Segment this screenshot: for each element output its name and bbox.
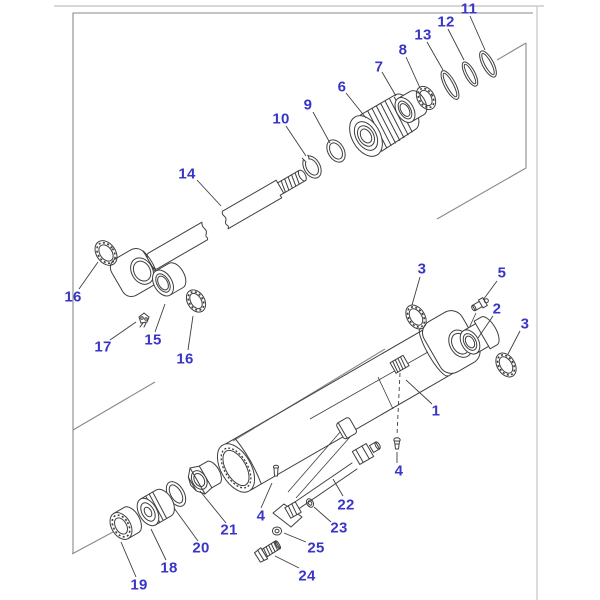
callout-4-2[interactable]: 4 (256, 507, 266, 525)
callout-13[interactable]: 13 (414, 26, 432, 44)
part-14-piston-rod (146, 169, 307, 270)
callout-5[interactable]: 5 (497, 264, 507, 282)
part-19-wear-ring (109, 506, 142, 540)
callout-21[interactable]: 21 (220, 521, 238, 539)
port-boss (336, 417, 357, 440)
callout-9[interactable]: 9 (303, 96, 313, 114)
callout-24[interactable]: 24 (298, 567, 316, 585)
installed-plug (389, 354, 410, 374)
part-4-valve-b (272, 464, 280, 477)
part-25-washer (271, 526, 283, 536)
callout-3[interactable]: 3 (417, 260, 427, 278)
callout-14[interactable]: 14 (178, 165, 196, 183)
part-16-lock-ring-a (94, 240, 118, 266)
callout-8[interactable]: 8 (398, 41, 408, 59)
part-7-bushing-ring (394, 90, 428, 123)
part-4-valve-a (393, 437, 401, 450)
callout-1[interactable]: 1 (431, 402, 441, 420)
callout-25[interactable]: 25 (307, 539, 325, 557)
part-3-snap-ring-upper (405, 304, 427, 330)
callout-18[interactable]: 18 (160, 559, 178, 577)
part-12-back-up-ring (461, 61, 479, 87)
page-border (54, 5, 544, 600)
part-24-bolt (254, 540, 281, 563)
part-rod-head (109, 247, 158, 298)
part-22-pipe (285, 441, 381, 518)
part-17-clip (138, 312, 150, 328)
callout-20[interactable]: 20 (192, 539, 210, 557)
callout-6[interactable]: 6 (337, 78, 347, 96)
callout-16[interactable]: 16 (64, 288, 82, 306)
part-15-bushing (152, 262, 187, 297)
part-3-dust-seal-lower (495, 352, 517, 378)
callout-11[interactable]: 11 (460, 0, 478, 18)
leader-lines (78, 15, 521, 578)
sheet-frame (71, 12, 533, 555)
callout-22[interactable]: 22 (337, 496, 355, 514)
callout-23[interactable]: 23 (330, 519, 348, 537)
callout-12[interactable]: 12 (437, 13, 455, 31)
part-23-o-ring (305, 498, 315, 508)
part-8-rod-packing (415, 85, 437, 111)
callout-19[interactable]: 19 (130, 576, 148, 594)
part-2-bushing (459, 316, 500, 355)
part-18-piston (136, 488, 175, 527)
callout-10[interactable]: 10 (272, 110, 290, 128)
part-11-o-ring (479, 50, 497, 78)
assembly-lines (287, 372, 401, 499)
callout-3-2[interactable]: 3 (520, 315, 530, 333)
callout-16-2[interactable]: 16 (176, 350, 194, 368)
callout-7[interactable]: 7 (374, 58, 384, 76)
callout-4[interactable]: 4 (394, 462, 404, 480)
part-13-o-ring (440, 70, 460, 100)
part-1-cylinder-tube (216, 310, 481, 493)
callout-17[interactable]: 17 (94, 338, 112, 356)
part-9-snap-ring (326, 139, 346, 163)
part-elbow-fitting (272, 501, 303, 528)
callout-2[interactable]: 2 (492, 300, 502, 318)
part-16-lock-ring-b (185, 289, 207, 313)
part-10-back-up-ring (301, 154, 322, 179)
callout-15[interactable]: 15 (144, 331, 162, 349)
